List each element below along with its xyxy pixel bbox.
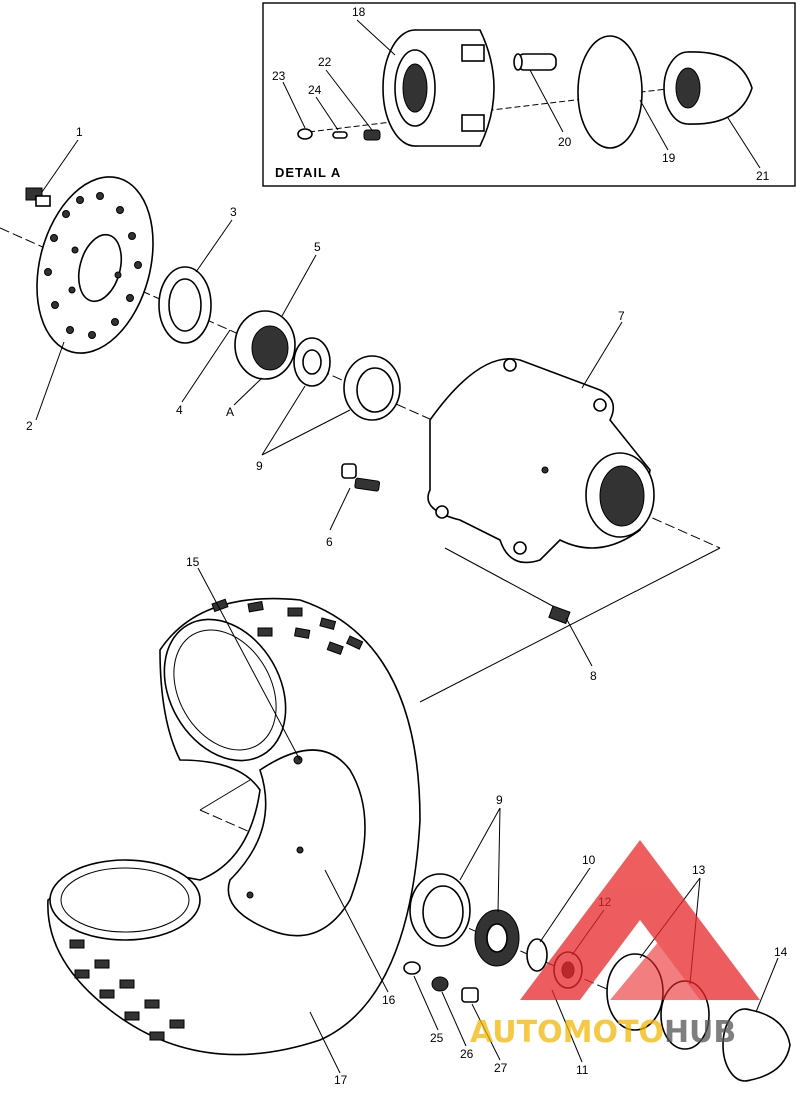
label-26: 26 bbox=[460, 1047, 474, 1061]
part-27-nut bbox=[461, 987, 479, 1003]
part-26-lockwasher bbox=[431, 976, 449, 992]
label-9-upper: 9 bbox=[256, 459, 263, 473]
label-2: 2 bbox=[26, 419, 33, 433]
label-18: 18 bbox=[352, 5, 366, 19]
part-19-ring bbox=[577, 35, 643, 149]
label-22: 22 bbox=[318, 55, 332, 69]
label-3: 3 bbox=[230, 205, 237, 219]
label-23: 23 bbox=[272, 69, 286, 83]
label-5: 5 bbox=[314, 240, 321, 254]
label-13: 13 bbox=[692, 863, 706, 877]
part-3-seal bbox=[158, 266, 212, 344]
part-14-cap bbox=[722, 1008, 791, 1082]
label-10: 10 bbox=[582, 853, 596, 867]
automotohub-watermark: AUTOMOTOHUB bbox=[470, 840, 760, 1050]
label-24: 24 bbox=[308, 83, 322, 97]
label-7: 7 bbox=[618, 309, 625, 323]
part-20-pin bbox=[513, 53, 557, 71]
part-22-spring bbox=[363, 129, 381, 141]
part-1-bolt bbox=[25, 187, 51, 207]
label-16: 16 bbox=[382, 993, 396, 1007]
part-17-tire bbox=[47, 597, 421, 1056]
part-24-detent bbox=[332, 131, 348, 139]
part-10-washer bbox=[526, 938, 548, 972]
watermark-text: AUTOMOTOHUB bbox=[470, 1015, 736, 1050]
label-11: 11 bbox=[576, 1063, 589, 1077]
label-17: 17 bbox=[334, 1073, 348, 1087]
label-4: 4 bbox=[176, 403, 183, 417]
part-23-clip bbox=[297, 128, 313, 140]
label-27: 27 bbox=[494, 1061, 508, 1075]
label-1: 1 bbox=[76, 125, 83, 139]
part-25-washer bbox=[403, 961, 421, 975]
label-15: 15 bbox=[186, 555, 200, 569]
part-9-cone-lower bbox=[474, 909, 520, 967]
part-9-cup-upper bbox=[343, 355, 401, 421]
label-19: 19 bbox=[662, 151, 676, 165]
label-8: 8 bbox=[590, 669, 597, 683]
label-14: 14 bbox=[774, 945, 788, 959]
part-5-bearing bbox=[234, 310, 296, 380]
detail-a-title: DETAIL A bbox=[275, 165, 341, 180]
part-9-cone-upper bbox=[293, 337, 331, 387]
label-20: 20 bbox=[558, 135, 572, 149]
detail-a-box: DETAIL A bbox=[262, 2, 796, 187]
label-6: 6 bbox=[326, 535, 333, 549]
label-21: 21 bbox=[756, 169, 770, 183]
part-16-wheel bbox=[227, 749, 366, 937]
label-9-lower: 9 bbox=[496, 793, 503, 807]
part-18-coupler bbox=[382, 29, 495, 147]
part-8-fitting bbox=[548, 605, 571, 625]
bolt-axis-line bbox=[444, 547, 561, 611]
part-21-knob bbox=[663, 51, 753, 125]
label-25: 25 bbox=[430, 1031, 444, 1045]
part-2-brake-disc bbox=[36, 176, 154, 354]
part-6-bolt bbox=[341, 463, 381, 492]
label-A: A bbox=[226, 405, 234, 419]
part-9-cup-lower bbox=[409, 873, 471, 947]
part-7-hub bbox=[427, 358, 655, 564]
